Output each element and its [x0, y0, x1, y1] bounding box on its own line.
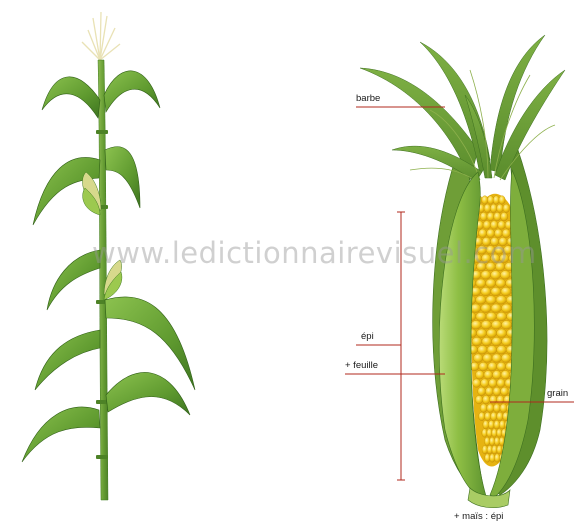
- label-epi: épi: [361, 331, 374, 342]
- label-grain: grain: [547, 388, 568, 399]
- label-barbe: barbe: [356, 93, 380, 104]
- label-feuille: + feuille: [345, 360, 378, 371]
- caption: + maïs : épi: [454, 511, 503, 522]
